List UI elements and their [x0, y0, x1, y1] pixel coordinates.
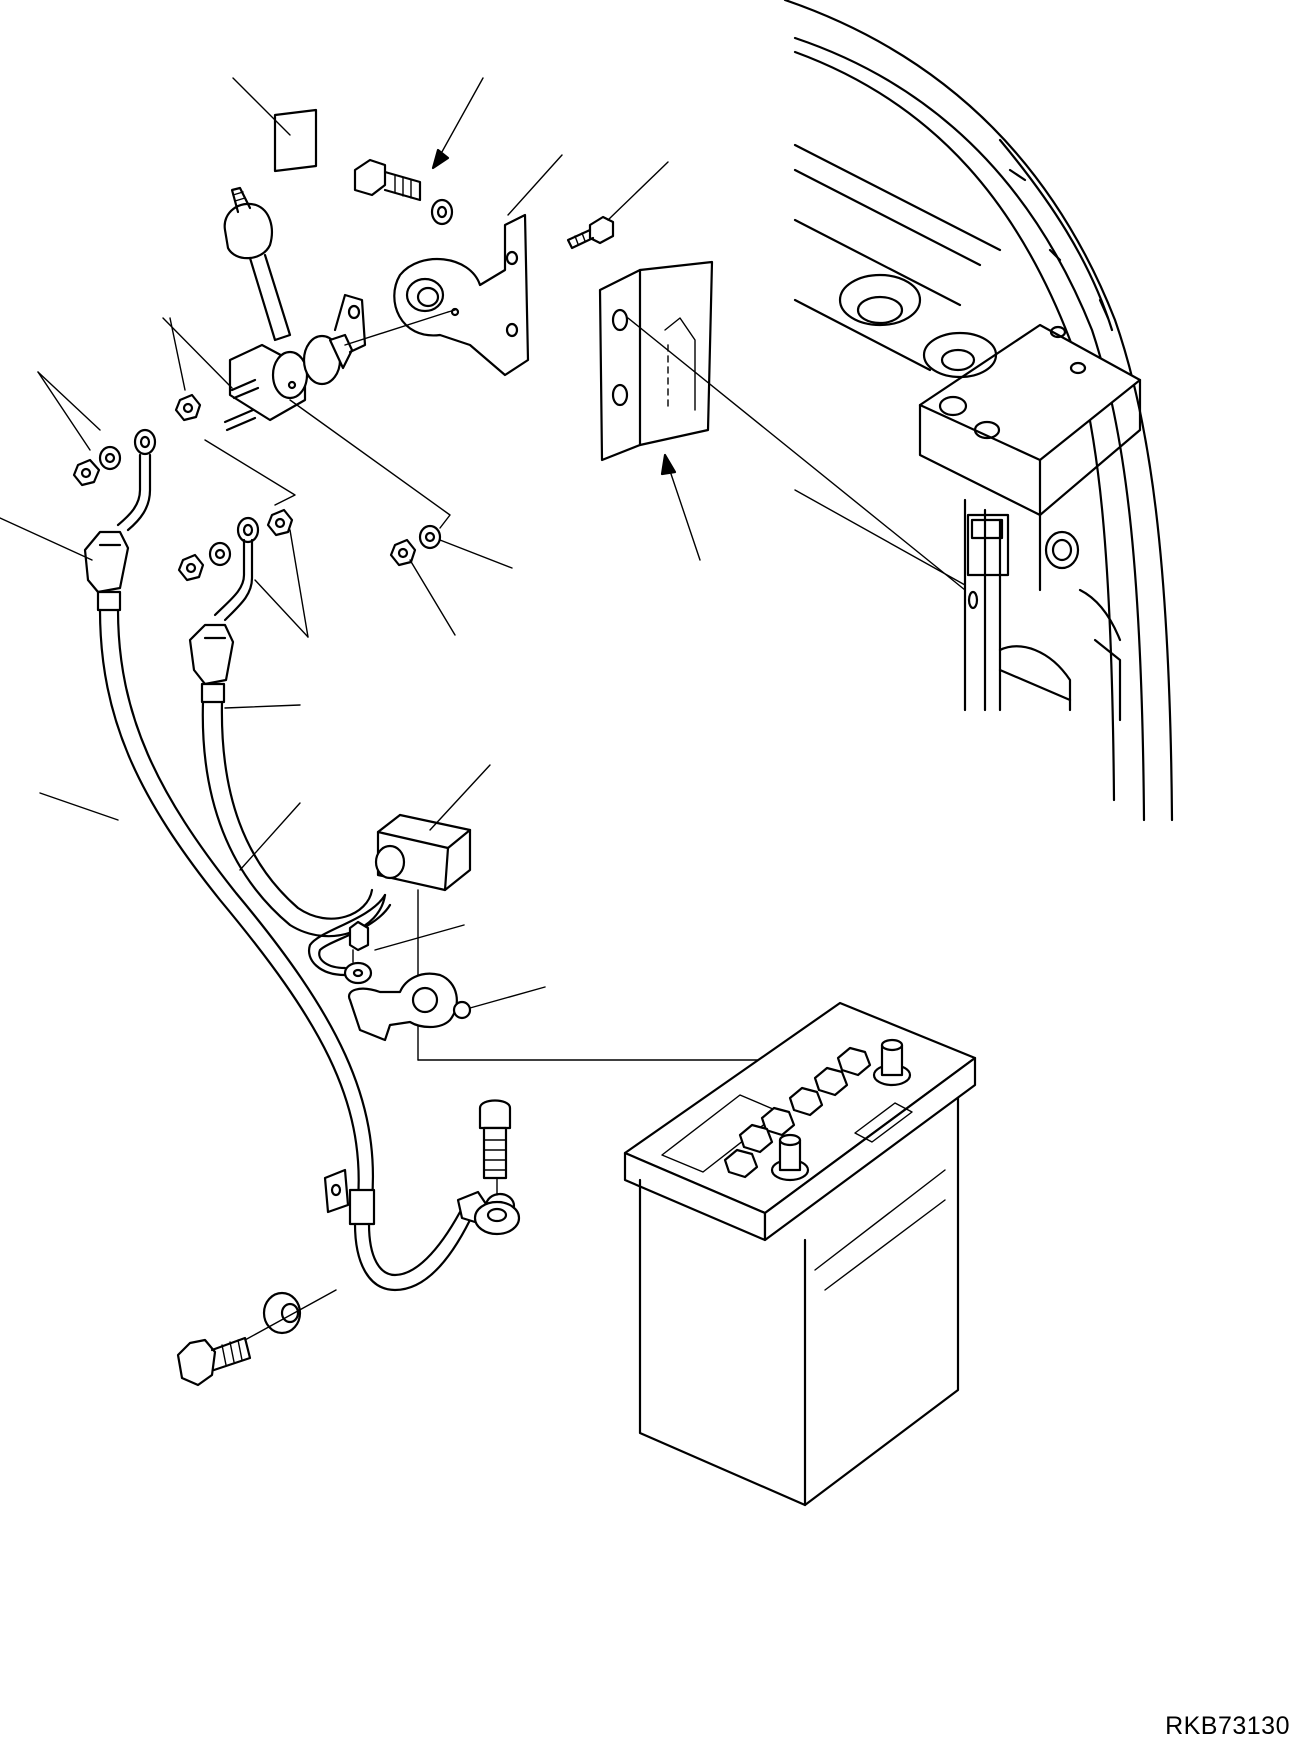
- leader-arrow-top: [431, 77, 484, 170]
- mounting-plate: [598, 260, 966, 591]
- ground-wire: [307, 893, 465, 985]
- caution-label-plate: [232, 77, 318, 173]
- battery-terminal-clamp: [347, 972, 546, 1042]
- mounting-bolt-top: [353, 158, 454, 226]
- battery: [623, 1001, 977, 1507]
- ground-bolt-upper: [473, 1099, 521, 1236]
- drawing-reference-code: RKB73130: [1165, 1712, 1290, 1740]
- switch-leaders: [37, 317, 451, 529]
- nut-washer-set-cable: [177, 508, 309, 638]
- battery-cable-positive: [188, 516, 387, 938]
- machine-body-frame: [783, 0, 1174, 822]
- ground-bolt-lower-left: [176, 1289, 337, 1387]
- nut-washer-set-middle: [389, 524, 513, 636]
- battery-disconnect-switch: [223, 186, 456, 432]
- small-screw: [566, 161, 669, 250]
- nut-washer-set-left: [72, 393, 202, 487]
- switch-mounting-bracket: [393, 154, 563, 377]
